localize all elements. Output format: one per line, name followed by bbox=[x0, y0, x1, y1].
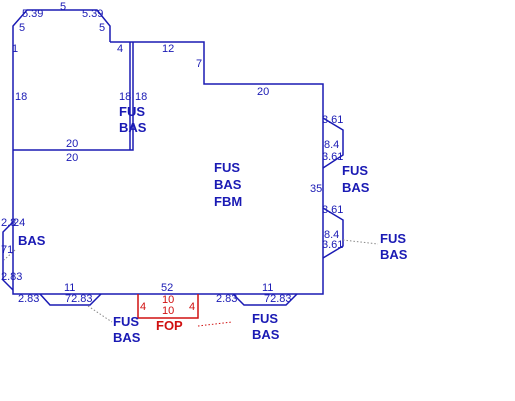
bottom-bay-1-code-fus: FUS bbox=[113, 314, 139, 329]
dim-porch-left: 4 bbox=[140, 301, 146, 313]
main-code-bas: BAS bbox=[214, 177, 242, 192]
dim-right-bay-2-bottom: 3.61 bbox=[322, 239, 343, 251]
dim-porch-bottom: 10 bbox=[162, 305, 174, 317]
dim-main-right: 35 bbox=[310, 183, 322, 195]
dim-right-bay-2-top: 3.61 bbox=[322, 204, 343, 216]
main-building-outline bbox=[12, 41, 324, 295]
right-bay-1-outline bbox=[322, 117, 344, 169]
dim-main-top: 20 bbox=[257, 86, 269, 98]
dim-bay-top-left: 5.39 bbox=[22, 8, 43, 20]
dim-right-bay-1-top: 3.61 bbox=[322, 114, 343, 126]
dim-wing-bottom: 20 bbox=[66, 138, 78, 150]
right-bay-1-code-fus: FUS bbox=[342, 163, 368, 178]
dim-wing-bottom-inner: 20 bbox=[66, 152, 78, 164]
leader-right-bay-2 bbox=[342, 239, 379, 245]
main-code-fus: FUS bbox=[214, 160, 240, 175]
wing-code-bas: BAS bbox=[119, 120, 147, 135]
bottom-bay-2-code-fus: FUS bbox=[252, 311, 278, 326]
porch-outline bbox=[137, 294, 199, 319]
dim-bottom-main: 52 bbox=[161, 282, 173, 294]
dim-left-bay-side: 71 bbox=[1, 244, 13, 256]
right-bay-2-code-bas: BAS bbox=[380, 247, 408, 262]
dim-bottom-bay-1-center: 72.83 bbox=[65, 293, 93, 305]
porch-code-fop: FOP bbox=[156, 318, 183, 333]
dim-left-bay-top-a: 2.8 bbox=[1, 217, 16, 229]
dim-porch-right: 4 bbox=[189, 301, 195, 313]
dim-right-bay-1-side: 8.4 bbox=[324, 139, 339, 151]
dim-porch-top: 10 bbox=[162, 294, 174, 306]
leader-left-bay bbox=[3, 249, 16, 261]
bottom-bay-1-outline bbox=[39, 293, 102, 306]
right-bay-1-code-bas: BAS bbox=[342, 180, 370, 195]
dim-bay-side-right: 5 bbox=[99, 22, 105, 34]
top-bay-outline bbox=[12, 9, 111, 42]
right-bay-2-code-fus: FUS bbox=[380, 231, 406, 246]
main-code-fbm: FBM bbox=[214, 194, 242, 209]
dim-bottom-bay-2-left: 2.83 bbox=[216, 293, 237, 305]
dim-wing-top-right: 4 bbox=[117, 43, 123, 55]
dim-left-bay-bottom: 2.83 bbox=[1, 271, 22, 283]
dim-bay-top-center: 5 bbox=[60, 1, 66, 13]
dim-bottom-left-seg: 11 bbox=[64, 282, 75, 294]
dim-bay-side-left: 5 bbox=[19, 22, 25, 34]
dim-bottom-bay-1-left: 2.83 bbox=[18, 293, 39, 305]
right-bay-2-outline bbox=[322, 207, 344, 259]
dim-right-bay-1-bottom: 3.61 bbox=[322, 151, 343, 163]
left-bay-code-bas: BAS bbox=[18, 233, 46, 248]
dim-wing-right-inner: 18 bbox=[135, 91, 147, 103]
dim-wing-top-left: 1 bbox=[12, 43, 18, 55]
dim-right-bay-2-side: 8.4 bbox=[324, 229, 339, 241]
dim-bottom-bay-2-center: 72.83 bbox=[264, 293, 292, 305]
dim-wing-left: 18 bbox=[15, 91, 27, 103]
bottom-bay-2-code-bas: BAS bbox=[252, 327, 280, 342]
dim-wing-right: 18 bbox=[119, 91, 131, 103]
bottom-bay-2-outline bbox=[232, 293, 298, 306]
dim-connector-top: 12 bbox=[162, 43, 174, 55]
leader-bottom-bay-1 bbox=[87, 305, 113, 323]
dim-connector-side: 7 bbox=[196, 58, 202, 70]
left-bay-outline bbox=[2, 221, 14, 291]
dim-bay-top-right: 5.39 bbox=[82, 8, 103, 20]
leader-porch bbox=[197, 321, 233, 327]
dim-left-bay-top-b: 24 bbox=[13, 217, 25, 229]
dim-bottom-right-seg: 11 bbox=[262, 282, 273, 294]
wing-code-fus: FUS bbox=[119, 104, 145, 119]
wing-divider-walls bbox=[13, 42, 134, 151]
bottom-bay-1-code-bas: BAS bbox=[113, 330, 141, 345]
